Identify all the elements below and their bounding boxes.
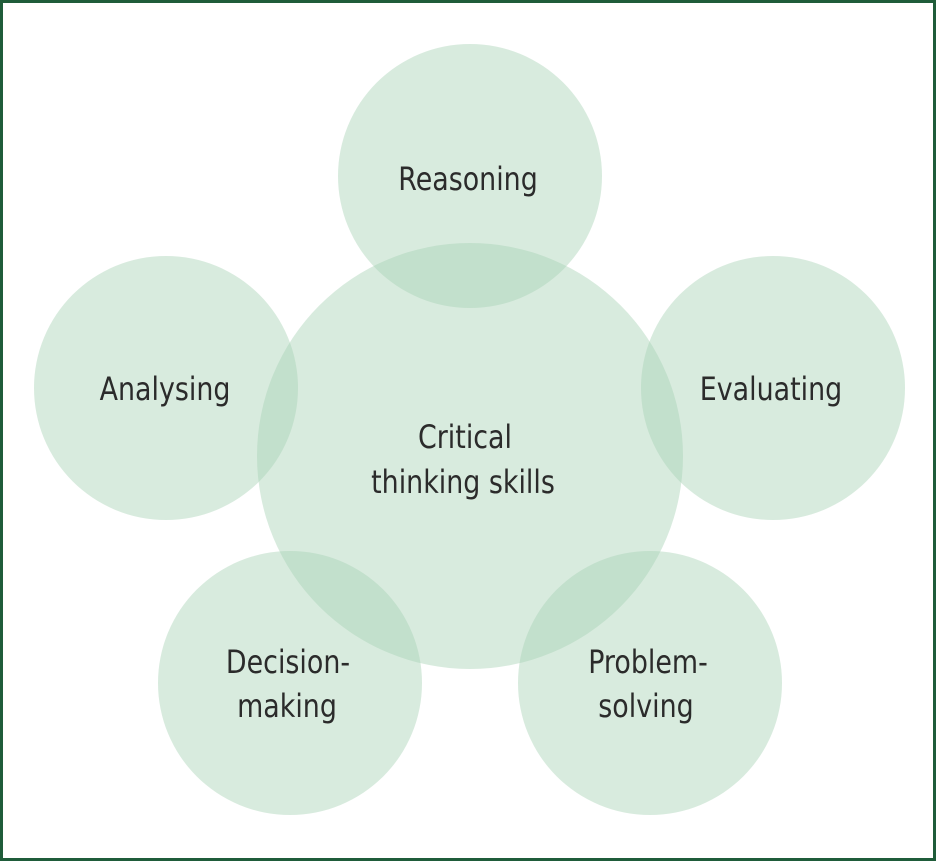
center-label-line-2: thinking skills xyxy=(371,464,555,501)
analysing-label: Analysing xyxy=(100,371,231,408)
reasoning-label: Reasoning xyxy=(398,161,538,198)
decision-making-circle xyxy=(158,551,422,815)
venn-diagram: Critical thinking skills Reasoning Analy… xyxy=(34,44,905,815)
evaluating-circle xyxy=(641,256,905,520)
evaluating-label: Evaluating xyxy=(700,371,842,408)
reasoning-circle xyxy=(338,44,602,308)
analysing-circle xyxy=(34,256,298,520)
problem-solving-circle xyxy=(518,551,782,815)
problem-solving-label-line-1: Problem- xyxy=(588,644,708,681)
problem-solving-label-line-2: solving xyxy=(598,688,693,725)
decision-making-label-line-2: making xyxy=(237,688,337,725)
decision-making-label-line-1: Decision- xyxy=(226,644,350,681)
center-circle xyxy=(257,243,683,669)
center-label-line-1: Critical xyxy=(418,419,512,456)
